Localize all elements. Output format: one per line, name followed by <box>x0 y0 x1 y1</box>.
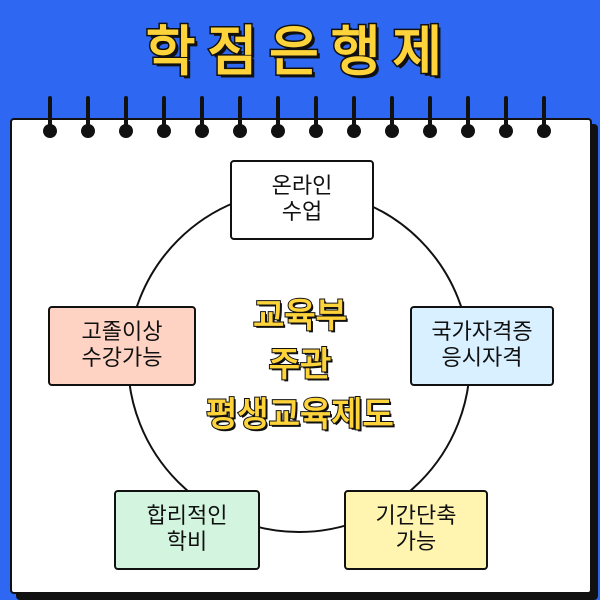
ring-icon <box>385 96 399 138</box>
center-line: 평생교육제도 <box>205 394 395 436</box>
node-text: 수업 <box>281 200 323 225</box>
ring-icon <box>119 96 133 138</box>
node-text: 수강가능 <box>81 346 163 371</box>
ring-icon <box>233 96 247 138</box>
ring-icon <box>461 96 475 138</box>
node-text: 학비 <box>166 530 208 555</box>
node-text: 응시자격 <box>441 346 523 371</box>
center-line: 주관 <box>268 344 333 386</box>
node-text: 합리적인 <box>146 503 228 529</box>
node-text: 고졸이상 <box>81 319 163 345</box>
node-reasonable-tuition: 합리적인 학비 <box>114 490 260 570</box>
node-shortened-period: 기간단축 가능 <box>344 490 488 570</box>
ring-icon <box>347 96 361 138</box>
ring-icon <box>499 96 513 138</box>
ring-icon <box>157 96 171 138</box>
center-line: 교육부 <box>252 295 348 337</box>
ring-icon <box>537 96 551 138</box>
center-label: 교육부 주관 평생교육제도 <box>160 292 440 440</box>
ring-icon <box>271 96 285 138</box>
node-online-class: 온라인 수업 <box>230 160 374 240</box>
ring-icon <box>81 96 95 138</box>
ring-icon <box>423 96 437 138</box>
node-national-certificate: 국가자격증 응시자격 <box>410 306 554 386</box>
node-text: 기간단축 <box>375 503 457 529</box>
node-text: 가능 <box>395 530 437 555</box>
ring-icon <box>195 96 209 138</box>
ring-icon <box>43 96 57 138</box>
page-title: 학점은행제 <box>144 18 455 84</box>
node-text: 국가자격증 <box>431 319 533 345</box>
notebook-spiral-rings <box>0 96 600 146</box>
node-high-school-eligibility: 고졸이상 수강가능 <box>48 306 196 386</box>
ring-icon <box>309 96 323 138</box>
node-text: 온라인 <box>271 173 333 199</box>
